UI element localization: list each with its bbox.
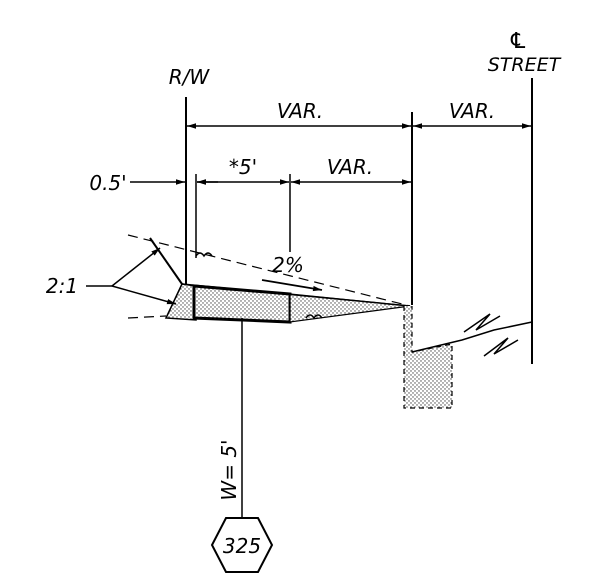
dim-var-middle-label: VAR. xyxy=(327,155,373,179)
slope-dashed-lower xyxy=(127,315,167,319)
walk-top-line xyxy=(181,283,411,307)
rw-label: R/W xyxy=(169,65,211,89)
centerline-symbol: ℄ xyxy=(508,29,528,54)
walk-width-label: W= 5' xyxy=(217,439,241,500)
fill-slope-line xyxy=(149,237,183,285)
side-slope-label: 2:1 xyxy=(46,274,78,298)
base-taper xyxy=(289,293,411,323)
slope-percent-arrow xyxy=(261,279,323,292)
curb-outline xyxy=(403,306,453,409)
dim-var-top-left-label: VAR. xyxy=(277,99,323,123)
detail-number: 325 xyxy=(223,534,261,558)
grass-symbol-right xyxy=(305,314,323,320)
slope-dashed-upper xyxy=(127,234,411,307)
detail-hexagon xyxy=(210,517,274,573)
break-symbol-upper xyxy=(463,313,501,333)
break-symbol-lower xyxy=(483,337,519,357)
dim-var-top-right-label: VAR. xyxy=(449,99,495,123)
sidewalk-slab xyxy=(192,284,292,324)
pavement-line xyxy=(411,321,533,353)
slope-percent-label: 2% xyxy=(272,253,304,277)
dim-offset-label: 0.5' xyxy=(89,171,126,195)
dim-5ft-label: *5' xyxy=(229,155,257,179)
side-slope-arrow-down xyxy=(111,285,177,305)
street-label: STREET xyxy=(488,54,562,76)
side-slope-arrow-up xyxy=(111,247,161,287)
grass-symbol-left xyxy=(195,252,213,258)
